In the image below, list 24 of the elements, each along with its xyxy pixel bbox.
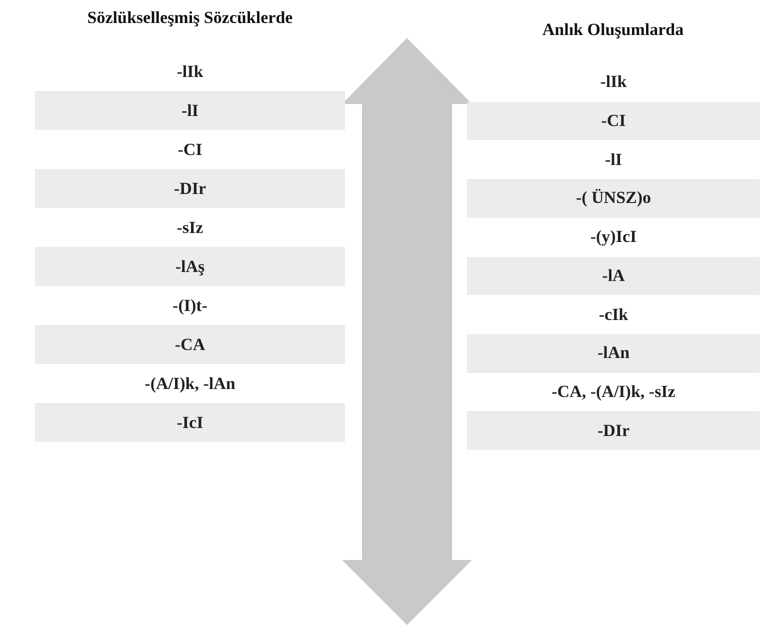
suffix-label: -(I)t-	[172, 296, 208, 316]
suffix-label: -DIr	[174, 178, 206, 198]
suffix-label: -DIr	[597, 420, 630, 441]
suffix-label: -lAş	[175, 256, 205, 276]
suffix-label: -sIz	[176, 218, 204, 238]
suffix-label: -( ÜNSZ)o	[576, 188, 652, 208]
suffix-label: -lIk	[176, 62, 204, 82]
suffix-label: -IcI	[176, 412, 204, 432]
suffix-label: -(y)IcI	[590, 227, 637, 248]
suffix-label: -lAn	[597, 343, 630, 364]
suffix-label: -CI	[601, 111, 626, 132]
shaded-band	[35, 91, 345, 130]
suffix-label: -lI	[605, 150, 622, 170]
suffix-label: -lA	[602, 266, 625, 286]
suffix-label: -(A/I)k, -lAn	[144, 374, 236, 394]
suffix-label: -CA	[174, 334, 206, 354]
suffix-label: -lIk	[600, 72, 627, 92]
column-heading: Sözlükselleşmiş Sözcüklerde	[87, 8, 293, 28]
suffix-label: -cIk	[598, 304, 628, 325]
suffix-label: -CI	[178, 140, 202, 160]
suffix-label: -CA, -(A/I)k, -sIz	[552, 382, 676, 402]
shaded-band	[467, 102, 760, 140]
suffix-label: -lI	[182, 100, 198, 120]
column-heading: Anlık Oluşumlarda	[542, 20, 684, 40]
